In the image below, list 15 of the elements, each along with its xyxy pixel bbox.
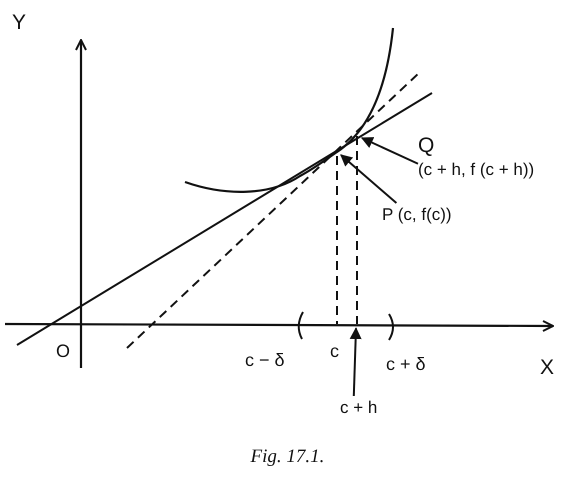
point-label: P (c, f(c)) xyxy=(382,204,452,226)
x-axis xyxy=(5,320,554,332)
axis-label: c − δ xyxy=(245,351,285,369)
point-label: (c + h, f (c + h)) xyxy=(418,159,534,181)
axis-label: X xyxy=(540,357,554,378)
axis-label: O xyxy=(56,342,70,360)
axis-label: Y xyxy=(12,12,26,33)
point-label: Q xyxy=(418,134,434,158)
axis-label: c xyxy=(330,342,339,360)
leader-arrow xyxy=(360,137,418,165)
point-label: c + h xyxy=(340,397,378,419)
axis-label: c + δ xyxy=(386,355,426,373)
figure-caption: Fig. 17.1. xyxy=(250,446,326,468)
leader-arrow xyxy=(340,154,398,204)
leader-arrow xyxy=(350,327,362,396)
